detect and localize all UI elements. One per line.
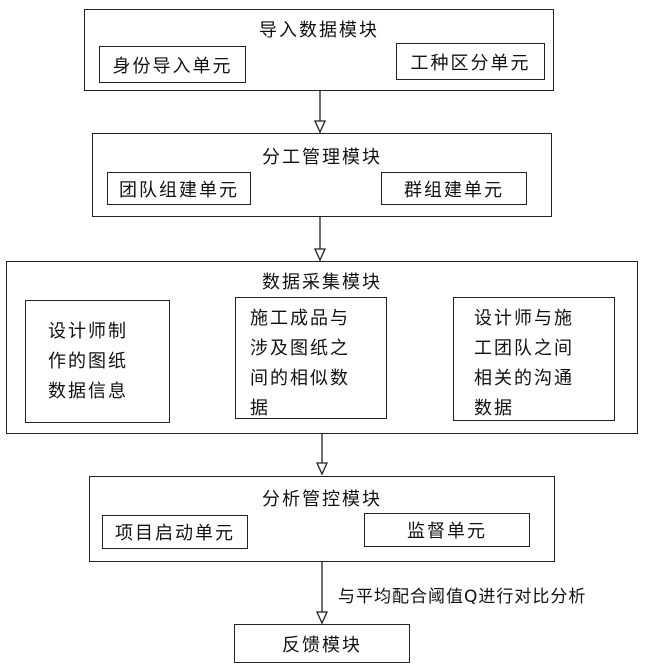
trade-classification-unit: 工种区分单元	[396, 43, 545, 80]
designer-drawing-data-line-3: 数据信息	[48, 377, 159, 407]
supervision-unit: 监督单元	[364, 513, 530, 547]
communication-data-unit: 设计师与施 工团队之间 相关的沟通 数据	[453, 297, 615, 421]
similarity-data-line-1: 施工成品与	[250, 304, 376, 334]
division-management-module: 分工管理模块 团队组建单元 群组建单元	[92, 133, 552, 217]
feedback-module: 反馈模块	[234, 624, 410, 663]
communication-data-line-2: 工团队之间	[474, 334, 604, 364]
communication-data-line-1: 设计师与施	[474, 304, 604, 334]
communication-data-line-4: 数据	[474, 394, 604, 424]
import-data-module: 导入数据模块 身份导入单元 工种区分单元	[84, 9, 554, 91]
communication-data-line-3: 相关的沟通	[474, 364, 604, 394]
data-collection-module-title: 数据采集模块	[7, 268, 637, 294]
import-data-module-title: 导入数据模块	[85, 16, 553, 42]
similarity-data-line-2: 涉及图纸之	[250, 334, 376, 364]
similarity-data-line-4: 据	[250, 394, 376, 424]
analysis-control-module: 分析管控模块 项目启动单元 监督单元	[89, 476, 555, 562]
division-management-module-title: 分工管理模块	[93, 143, 551, 169]
similarity-data-line-3: 间的相似数	[250, 364, 376, 394]
analysis-control-module-title: 分析管控模块	[90, 485, 554, 511]
feedback-module-title: 反馈模块	[282, 631, 362, 657]
similarity-data-unit: 施工成品与 涉及图纸之 间的相似数 据	[235, 297, 387, 419]
group-building-unit: 群组建单元	[381, 172, 527, 205]
designer-drawing-data-line-2: 作的图纸	[48, 347, 159, 377]
designer-drawing-data-line-1: 设计师制	[48, 317, 159, 347]
designer-drawing-data-unit: 设计师制 作的图纸 数据信息	[25, 300, 170, 423]
identity-import-unit: 身份导入单元	[99, 46, 246, 83]
team-building-unit: 团队组建单元	[107, 172, 251, 205]
data-collection-module: 数据采集模块 设计师制 作的图纸 数据信息 施工成品与 涉及图纸之 间的相似数 …	[6, 261, 638, 434]
comparison-edge-label: 与平均配合阈值Q进行对比分析	[338, 582, 586, 607]
project-start-unit: 项目启动单元	[102, 515, 248, 549]
